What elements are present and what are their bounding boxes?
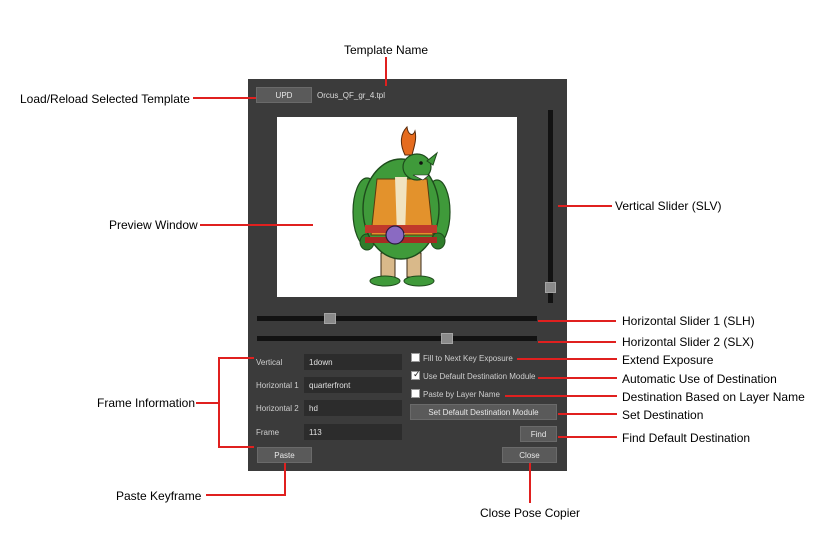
- automatic-use-callout: Automatic Use of Destination: [622, 372, 777, 386]
- fill-next-key-label: Fill to Next Key Exposure: [423, 354, 513, 363]
- horizontal-slider-1-track[interactable]: [257, 316, 537, 321]
- find-label: Find: [530, 429, 547, 439]
- upd-label: UPD: [275, 90, 293, 100]
- horizontal-1-field[interactable]: quarterfront: [304, 377, 402, 393]
- template-name: Orcus_QF_gr_4.tpl: [317, 91, 386, 100]
- horizontal-slider-1-handle[interactable]: [323, 313, 336, 324]
- paste-by-layer-label: Paste by Layer Name: [423, 390, 500, 399]
- frame-information-bracket-bottom: [218, 446, 254, 448]
- vertical-field[interactable]: 1down: [304, 354, 402, 370]
- vertical-slider-pointer: [558, 205, 612, 207]
- upd-button[interactable]: UPD: [256, 87, 312, 103]
- find-button[interactable]: Find: [520, 426, 557, 442]
- frame-information-bracket: [218, 357, 220, 447]
- use-default-destination-label: Use Default Destination Module: [423, 372, 536, 381]
- horizontal-slider-1-pointer: [538, 320, 616, 322]
- use-default-destination-checkbox[interactable]: ✓: [411, 369, 421, 380]
- frame-field[interactable]: 113: [304, 424, 402, 440]
- extend-exposure-pointer: [517, 358, 617, 360]
- frame-information-bracket-top: [218, 357, 254, 359]
- vertical-slider-track[interactable]: [548, 110, 553, 303]
- paste-keyframe-pointer-h: [206, 494, 286, 496]
- close-pose-copier-pointer: [529, 463, 531, 503]
- set-default-destination-button[interactable]: Set Default Destination Module: [410, 404, 557, 420]
- preview-window-callout: Preview Window: [109, 218, 198, 232]
- destination-layer-name-callout: Destination Based on Layer Name: [622, 390, 805, 404]
- find-default-destination-callout: Find Default Destination: [622, 431, 751, 445]
- close-button[interactable]: Close: [502, 447, 557, 463]
- vertical-field-label: Vertical: [256, 358, 283, 367]
- horizontal-slider-2-pointer: [538, 341, 616, 343]
- preview-window-pointer: [200, 224, 313, 226]
- frame-information-pointer: [196, 402, 219, 404]
- paste-keyframe-callout: Paste Keyframe: [116, 489, 202, 503]
- set-destination-callout: Set Destination: [622, 408, 704, 422]
- template-name-callout: Template Name: [344, 43, 429, 57]
- paste-label: Paste: [274, 450, 295, 460]
- horizontal-1-field-label: Horizontal 1: [256, 381, 299, 390]
- horizontal-2-field-label: Horizontal 2: [256, 404, 299, 413]
- vertical-slider-callout: Vertical Slider (SLV): [615, 199, 722, 213]
- load-reload-callout: Load/Reload Selected Template: [20, 92, 190, 106]
- vertical-slider-handle[interactable]: [545, 282, 556, 294]
- load-reload-pointer: [193, 97, 256, 99]
- paste-by-layer-checkbox[interactable]: [411, 389, 420, 398]
- set-default-destination-label: Set Default Destination Module: [428, 407, 539, 417]
- horizontal-slider-1-callout: Horizontal Slider 1 (SLH): [622, 314, 755, 328]
- paste-button[interactable]: Paste: [257, 447, 312, 463]
- set-destination-pointer: [558, 413, 617, 415]
- find-default-destination-pointer: [558, 436, 617, 438]
- template-name-pointer: [385, 57, 387, 86]
- automatic-use-pointer: [538, 377, 617, 379]
- paste-keyframe-pointer-v: [284, 463, 286, 496]
- preview-window: [277, 117, 517, 297]
- frame-field-label: Frame: [256, 428, 280, 437]
- destination-layer-name-pointer: [505, 395, 617, 397]
- close-pose-copier-callout: Close Pose Copier: [480, 506, 581, 520]
- fill-next-key-checkbox[interactable]: [411, 353, 420, 362]
- character-preview-image: [352, 125, 451, 287]
- horizontal-slider-2-callout: Horizontal Slider 2 (SLX): [622, 335, 755, 349]
- frame-information-callout: Frame Information: [97, 396, 196, 410]
- horizontal-slider-2-handle[interactable]: [441, 333, 454, 344]
- checkmark-icon: ✓: [413, 369, 421, 379]
- extend-exposure-callout: Extend Exposure: [622, 353, 714, 367]
- close-label: Close: [519, 450, 540, 460]
- horizontal-2-field[interactable]: hd: [304, 400, 402, 416]
- horizontal-slider-2-track[interactable]: [257, 336, 537, 341]
